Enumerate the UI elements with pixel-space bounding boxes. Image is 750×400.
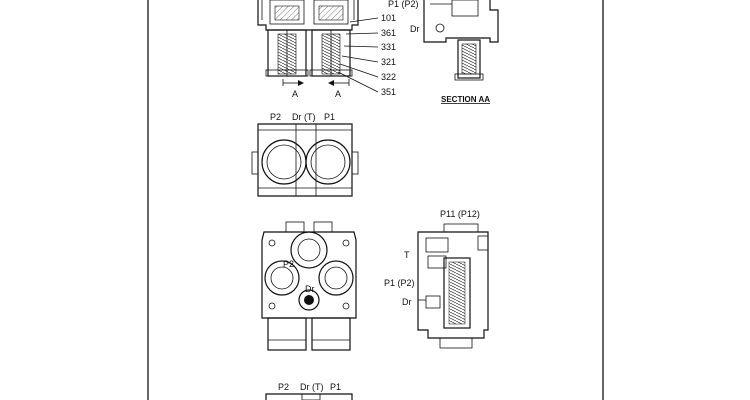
side-view-label-t: T	[404, 250, 410, 260]
top-view-1-port-p1: P1	[324, 112, 335, 122]
section-aa-view: P1 (P2) Dr SECTION AA	[388, 0, 499, 104]
top-view-1: P2 Dr (T) P1	[251, 112, 359, 197]
side-view: P11 (P12) T P1 (P2) Dr	[384, 209, 489, 349]
front-view-port-p2: P2	[283, 259, 294, 269]
top-view-2-port-p1: P1	[330, 382, 341, 392]
callout-322: 322	[381, 72, 396, 82]
top-view-1-port-p2: P2	[270, 112, 281, 122]
top-view-2-port-drt: Dr (T)	[300, 382, 324, 392]
section-aa-title: SECTION AA	[441, 95, 490, 104]
top-view-2-port-p2: P2	[278, 382, 289, 392]
side-view-label-p11p12: P11 (P12)	[440, 209, 480, 219]
front-view: P2 Dr	[261, 221, 357, 351]
cross-section-view: A A 101 361 331 321 322 351	[257, 0, 396, 99]
side-view-label-p1p2: P1 (P2)	[384, 278, 415, 288]
section-mark-left: A	[292, 89, 298, 99]
callout-101: 101	[381, 13, 396, 23]
top-view-1-port-drt: Dr (T)	[292, 112, 316, 122]
section-mark-right: A	[335, 89, 341, 99]
section-aa-label-p1p2: P1 (P2)	[388, 0, 419, 9]
callout-361: 361	[381, 28, 396, 38]
callout-351: 351	[381, 87, 396, 97]
section-aa-label-dr: Dr	[410, 24, 420, 34]
front-view-port-dr: Dr	[305, 284, 315, 294]
callout-331: 331	[381, 42, 396, 52]
top-view-2: P2 Dr (T) P1	[265, 382, 353, 400]
callout-321: 321	[381, 57, 396, 67]
side-view-label-dr: Dr	[402, 297, 412, 307]
